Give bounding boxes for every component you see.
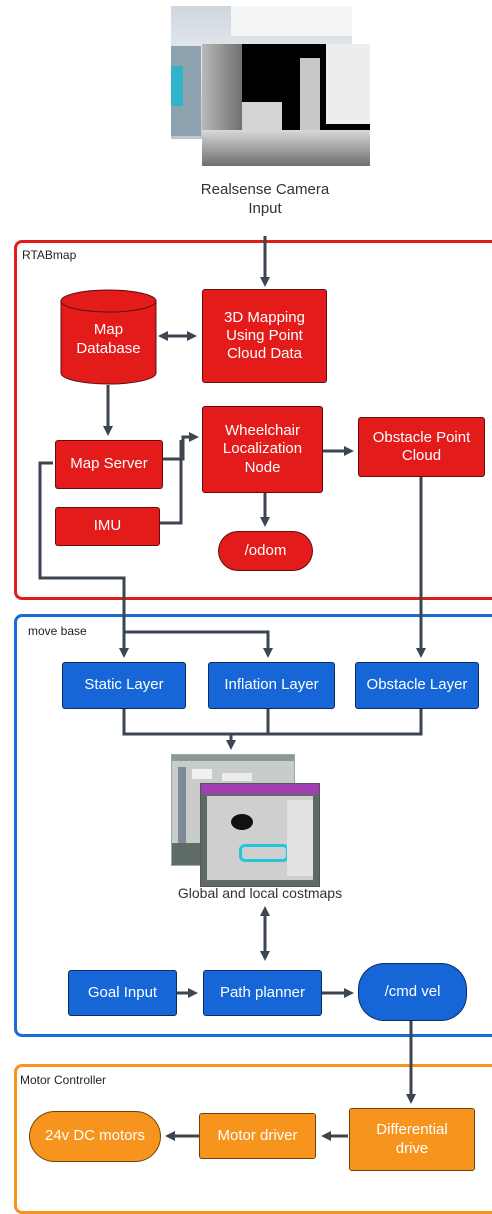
localization-line1: Wheelchair — [224, 422, 301, 440]
map-database-cylinder: Map Database — [60, 289, 157, 385]
differential-drive-node: Differential drive — [349, 1108, 475, 1171]
mapping-3d-line1: 3D Mapping — [224, 308, 305, 326]
mapserver-to-localization-wire — [163, 432, 199, 461]
camera-depth-image — [202, 44, 370, 166]
path-planner-label: Path planner — [219, 983, 306, 1001]
move-base-label: move base — [28, 624, 87, 638]
dc-motors-node: 24v DC motors — [29, 1111, 161, 1162]
path-planner-node: Path planner — [203, 970, 322, 1016]
localization-line3: Node — [244, 458, 281, 476]
odom-node: /odom — [218, 531, 313, 571]
camera-caption-line2: Input — [248, 199, 282, 217]
move-base-container — [14, 614, 492, 1037]
motor-controller-label: Motor Controller — [20, 1073, 107, 1087]
rtabmap-container — [14, 240, 492, 600]
motor-driver-label: Motor driver — [217, 1126, 298, 1144]
map-server-node: Map Server — [55, 440, 163, 489]
obstacle-layer-node: Obstacle Layer — [355, 662, 479, 709]
camera-caption-line1: Realsense Camera — [200, 181, 330, 198]
mapserver-to-static-layer-wire — [38, 461, 129, 658]
imu-node: IMU — [55, 507, 160, 546]
inflation-layer-label: Inflation Layer — [224, 676, 319, 694]
rtabmap-label: RTABmap — [22, 248, 77, 262]
dc-motors-label: 24v DC motors — [44, 1127, 146, 1145]
localization-line2: Localization — [222, 440, 303, 458]
motor-driver-node: Motor driver — [199, 1113, 316, 1159]
mapping-3d-line2: Using Point — [226, 326, 303, 344]
mapping-3d-node: 3D Mapping Using Point Cloud Data — [202, 289, 327, 383]
map-database-label-line2: Database — [76, 339, 141, 357]
local-costmap-image — [200, 783, 320, 887]
costmaps-caption: Global and local costmaps — [177, 885, 343, 901]
obstacle-point-cloud-line2: Cloud — [401, 447, 442, 464]
cmd-vel-label: /cmd vel — [384, 982, 441, 1000]
inflation-layer-node: Inflation Layer — [208, 662, 335, 709]
differential-drive-line1: Differential — [376, 1121, 448, 1139]
obstacle-point-cloud-node: Obstacle Point Cloud — [358, 417, 485, 477]
camera-caption: Realsense Camera Input — [150, 181, 380, 219]
map-server-label: Map Server — [70, 455, 148, 473]
database-icon — [60, 289, 157, 385]
goal-input-node: Goal Input — [68, 970, 177, 1016]
cmd-vel-node: /cmd vel — [358, 963, 467, 1021]
static-layer-label: Static Layer — [84, 676, 164, 694]
mapping-3d-line3: Cloud Data — [226, 345, 303, 363]
imu-label: IMU — [93, 517, 122, 535]
imu-to-localization-wire — [160, 440, 183, 525]
mapserver-to-inflation-layer-wire — [122, 578, 273, 658]
map-database-label-line1: Map — [93, 321, 124, 338]
differential-drive-line2: drive — [395, 1139, 429, 1157]
obstacle-layer-label: Obstacle Layer — [366, 676, 468, 694]
obstacle-point-cloud-line1: Obstacle Point — [372, 428, 471, 446]
layers-to-costmap-merge — [122, 709, 423, 747]
goal-input-label: Goal Input — [87, 983, 158, 1001]
odom-label: /odom — [244, 541, 287, 559]
localization-node: Wheelchair Localization Node — [202, 406, 323, 493]
static-layer-node: Static Layer — [62, 662, 186, 709]
